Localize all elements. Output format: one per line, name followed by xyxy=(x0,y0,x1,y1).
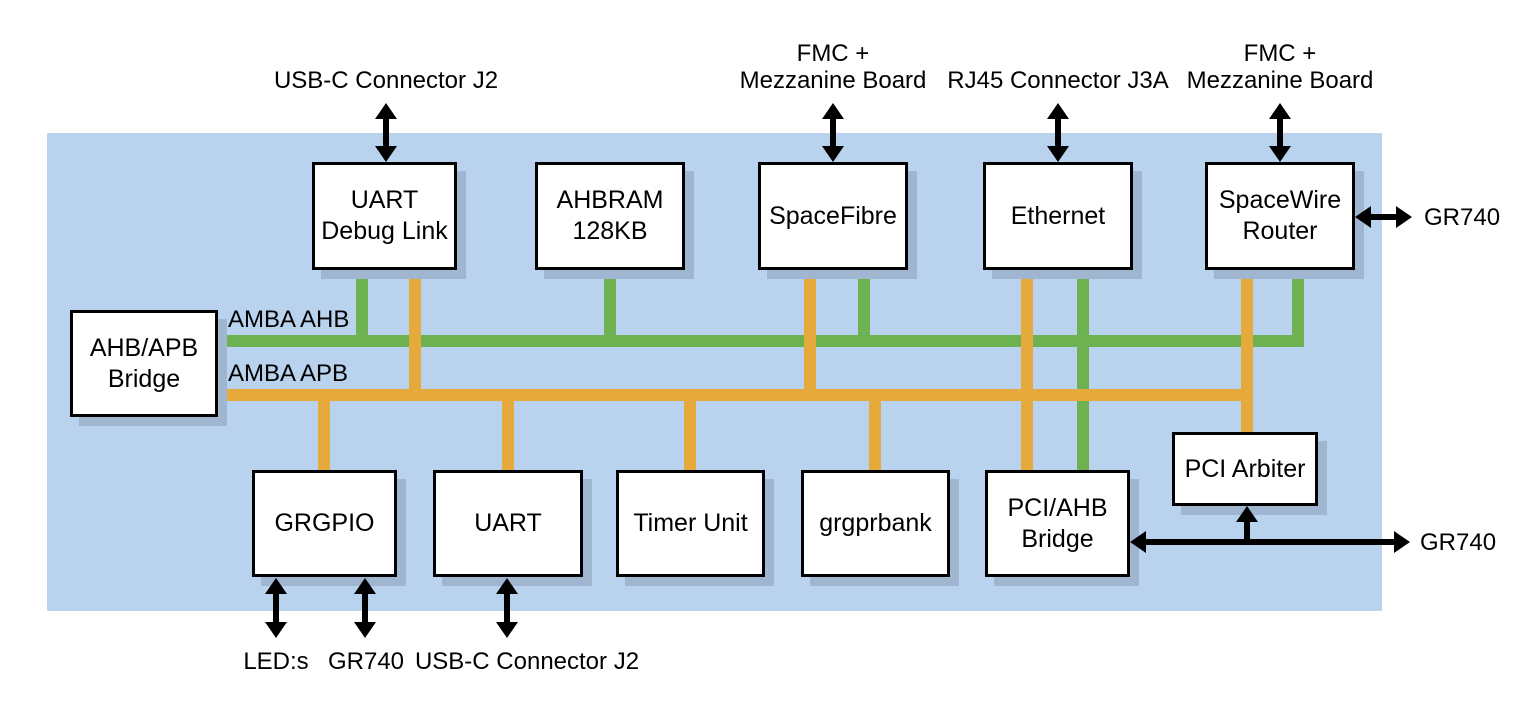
ahb-drop-spacefibre xyxy=(858,270,870,335)
arrowhead-up xyxy=(375,103,397,119)
block-timer-unit: Timer Unit xyxy=(616,470,765,577)
block-uart-debug-link: UART Debug Link xyxy=(312,162,457,270)
grgpio-leds-arrow xyxy=(264,578,288,638)
block-grgpio: GRGPIO xyxy=(252,470,397,577)
gr740-spacewire-label: GR740 xyxy=(1424,204,1501,231)
leds-label: LED:s xyxy=(243,648,309,675)
apb-drop-spacefibre xyxy=(804,270,816,389)
arrow-shaft xyxy=(1244,522,1250,542)
usb-c-j2-top-arrow xyxy=(374,103,398,162)
amba-apb-bus-label: AMBA APB xyxy=(228,360,349,387)
usb-c-j2-top-label: USB-C Connector J2 xyxy=(273,67,499,94)
rj45-j3a-arrow xyxy=(1046,103,1070,162)
pci-arbiter-branch-arrow xyxy=(1235,506,1259,542)
apb-drop-uart xyxy=(502,401,514,470)
arrowhead-left xyxy=(1130,531,1146,553)
usb-c-j2-bottom-label: USB-C Connector J2 xyxy=(414,648,640,675)
ahb-drop-uart-debug-link xyxy=(356,270,368,335)
block-uart: UART xyxy=(433,470,583,577)
arrow-shaft xyxy=(362,594,368,622)
ahb-drop-spacewire-router xyxy=(1292,270,1304,347)
block-pci-arbiter: PCI Arbiter xyxy=(1172,432,1318,506)
arrowhead-right xyxy=(1394,531,1410,553)
arrowhead-down xyxy=(375,146,397,162)
block-ethernet: Ethernet xyxy=(983,162,1133,270)
block-pci-ahb-bridge: PCI/AHB Bridge xyxy=(985,470,1130,577)
arrowhead-up xyxy=(496,578,518,594)
arrowhead-up xyxy=(354,578,376,594)
arrowhead-up xyxy=(1236,506,1258,522)
amba-ahb-bus-label: AMBA AHB xyxy=(228,306,350,333)
apb-drop-spacewire-to-pci-arbiter xyxy=(1241,270,1253,432)
arrowhead-down xyxy=(354,622,376,638)
ahb-drop-ahbram xyxy=(604,270,616,335)
apb-drop-ethernet-to-pci-ahb-bridge xyxy=(1021,270,1033,470)
arrow-shaft xyxy=(830,119,836,146)
grgpio-gr740-arrow xyxy=(353,578,377,638)
arrow-shaft xyxy=(383,119,389,146)
gr740-pci-label: GR740 xyxy=(1420,529,1497,556)
gr740-grgpio-label: GR740 xyxy=(327,648,405,675)
arrowhead-left xyxy=(1355,206,1371,228)
block-spacefibre: SpaceFibre xyxy=(758,162,908,270)
block-spacewire-router: SpaceWire Router xyxy=(1205,162,1355,270)
uart-usb-c-j2-arrow xyxy=(495,578,519,638)
block-grgprbank: grgprbank xyxy=(801,470,950,577)
amba-apb-bus xyxy=(218,389,1253,401)
arrow-shaft xyxy=(504,594,510,622)
arrowhead-right xyxy=(1396,206,1412,228)
arrowhead-up xyxy=(822,103,844,119)
fmc-right-label: FMC + Mezzanine Board xyxy=(1186,40,1374,94)
arrow-shaft xyxy=(1371,214,1396,220)
arrowhead-down xyxy=(1047,146,1069,162)
apb-drop-grgprbank xyxy=(869,401,881,470)
arrowhead-up xyxy=(1269,103,1291,119)
spacewire-gr740-arrow xyxy=(1355,205,1412,229)
arrowhead-down xyxy=(265,622,287,638)
ahb-drop-ethernet-to-pci-ahb-bridge xyxy=(1077,270,1089,470)
arrowhead-up xyxy=(265,578,287,594)
arrowhead-down xyxy=(822,146,844,162)
arrowhead-up xyxy=(1047,103,1069,119)
arrow-shaft xyxy=(273,594,279,622)
arrow-shaft xyxy=(1146,539,1394,545)
fmc-left-label: FMC + Mezzanine Board xyxy=(739,40,927,94)
arrow-shaft xyxy=(1055,119,1061,146)
arrowhead-down xyxy=(1269,146,1291,162)
arrowhead-down xyxy=(496,622,518,638)
arrow-shaft xyxy=(1277,119,1283,146)
fmc-left-arrow xyxy=(821,103,845,162)
rj45-j3a-label: RJ45 Connector J3A xyxy=(947,67,1169,94)
apb-drop-grgpio xyxy=(318,401,330,470)
pci-gr740-arrow xyxy=(1130,530,1410,554)
amba-ahb-bus xyxy=(218,335,1304,347)
apb-drop-uart-debug-link xyxy=(409,270,421,389)
apb-drop-timer-unit xyxy=(684,401,696,470)
block-ahb-apb-bridge: AHB/APB Bridge xyxy=(70,310,218,417)
block-ahbram-128kb: AHBRAM 128KB xyxy=(535,162,685,270)
fmc-right-arrow xyxy=(1268,103,1292,162)
